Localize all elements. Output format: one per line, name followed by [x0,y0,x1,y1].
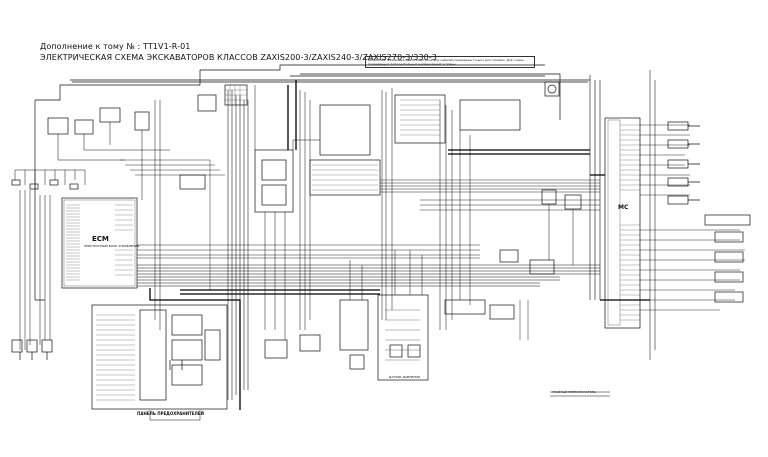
ecm-sublabel: ЭЛЕКТРОННЫЙ БЛОК УПРАВЛЕНИЯ [84,244,140,248]
frame-left [34,64,545,301]
frame-top-wire [70,73,590,120]
mc-box [604,117,641,329]
fuse-panel-title: ПАНЕЛЬ ПРЕДОХРАНИТЕЛЕЙ [137,411,204,416]
warning-note: ВНИМАНИЕ: Указанные цвета электрических … [365,56,535,68]
ecm-box [61,197,138,289]
document-reference: Дополнение к тому № : TT1V1-R-01 [40,42,191,51]
mc-label: MC [618,204,629,211]
ecm-label: ECM [92,235,109,243]
monitor-box [319,104,371,156]
schematic-title: ЭЛЕКТРИЧЕСКАЯ СХЕМА ЭКСКАВАТОРОВ КЛАССОВ… [40,53,438,62]
ecm-pins [66,204,80,281]
main-switch-label: ГЛАВНЫЙ ПЕРЕКЛЮЧАТЕЛЬ [552,390,596,394]
main-harness [137,264,600,287]
pressure-sensor-label: ДАТЧИК ДАВЛЕНИЯ [389,375,420,379]
fuse-panel [91,304,228,410]
left-connectors [14,169,86,190]
controller-box [254,149,294,213]
